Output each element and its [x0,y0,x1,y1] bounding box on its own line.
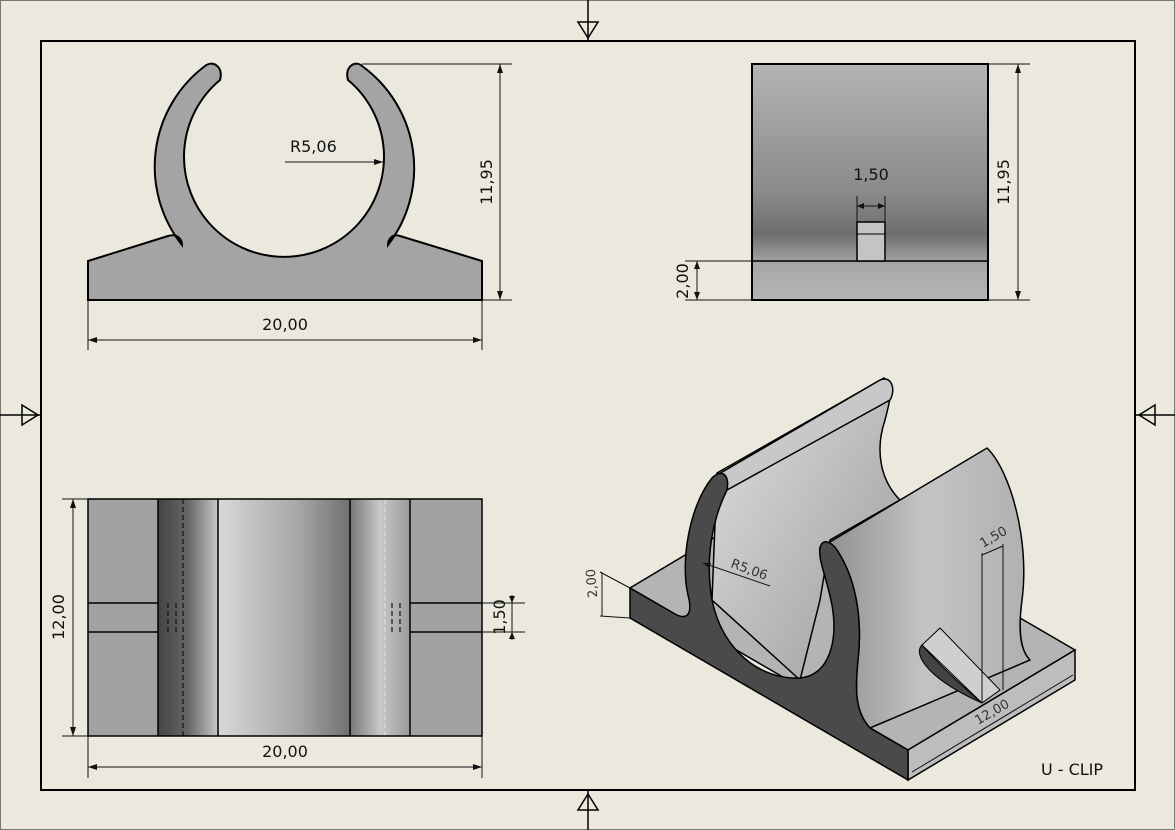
top-slot-label: 1,50 [490,599,509,635]
drawing-title: U - CLIP [1041,760,1103,779]
front-profile [87,62,483,301]
front-width-label: 20,00 [262,315,308,334]
side-slot-label: 1,50 [853,165,889,184]
side-base-label: 2,00 [673,263,692,299]
iso-base-label: 2,00 [584,568,601,598]
front-height-label: 11,95 [477,159,496,205]
center-mark-bottom-icon [576,792,600,811]
isometric-view: 2,00 R5,06 1,50 12,00 [584,377,1077,782]
center-mark-top-icon [576,21,600,40]
front-radius-label: R5,06 [290,137,337,156]
top-depth-label: 12,00 [49,594,68,640]
iso-slot [921,627,1001,704]
center-mark-right-icon [1137,403,1156,427]
top-width-label: 20,00 [262,742,308,761]
iso-front-face [629,472,909,782]
side-height-label: 11,95 [994,159,1013,205]
side-view: 1,50 11,95 2,00 [673,63,1030,301]
center-mark-left-icon [21,403,40,427]
top-view: 12,00 20,00 1,50 [49,498,525,778]
front-view: R5,06 11,95 20,00 [87,62,512,350]
side-slot [856,221,886,262]
